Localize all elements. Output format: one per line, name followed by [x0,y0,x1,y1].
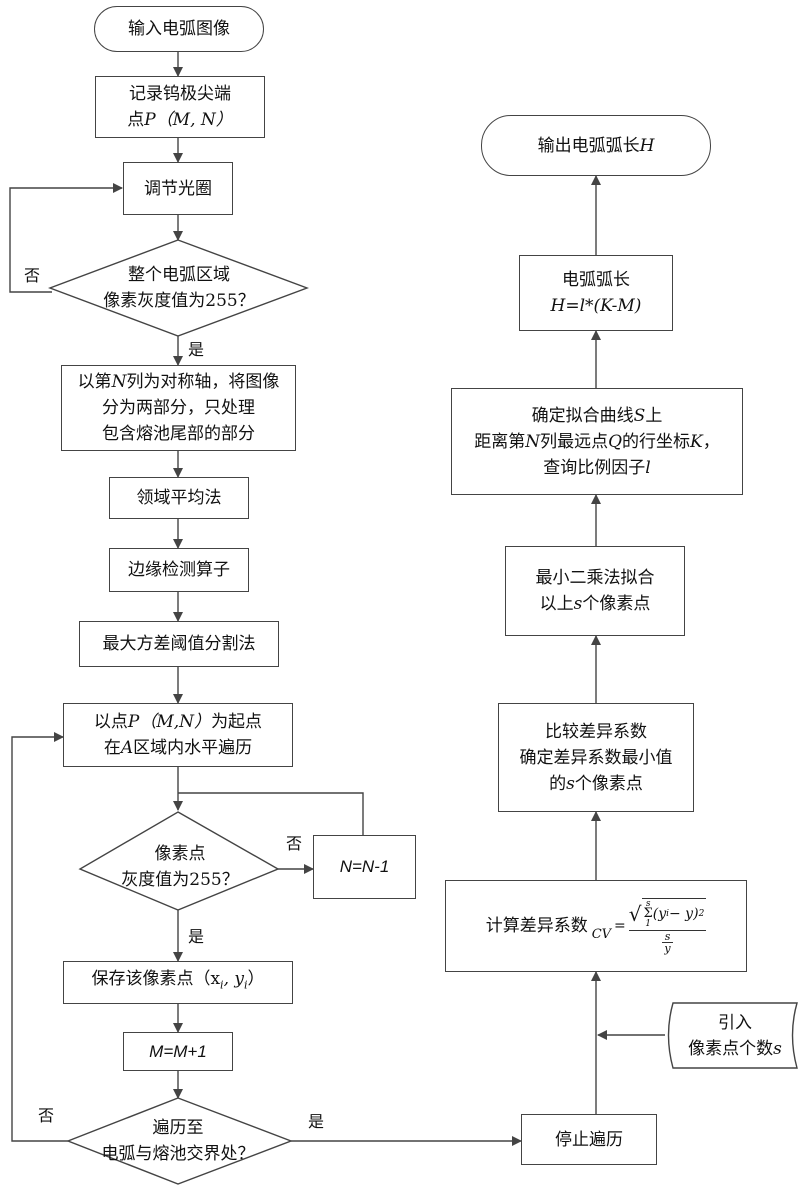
neighborhood-average-box: 领域平均法 [109,477,249,519]
split-line-1: 以第N列为对称轴，将图像 [78,369,280,395]
arc-length-line-2: H=l*(K-M) [551,293,642,319]
gray-check-line-1: 整个电弧区域 [128,262,230,288]
fit-curve-box: 确定拟合曲线S上 距离第N列最远点Q的行坐标K， 查询比例因子l [451,388,743,495]
split-line-2: 分为两部分，只处理 [102,395,255,421]
output-text: 输出电弧弧长H [538,133,655,159]
stop-text: 停止遍历 [555,1127,623,1153]
otsu-threshold-box: 最大方差阈值分割法 [79,621,279,667]
gray-check-text: 整个电弧区域 像素灰度值为255？ [80,256,278,320]
start-text: 输入电弧图像 [128,16,230,42]
traverse-line-1: 以点P（M,N）为起点 [94,709,262,735]
intro-pixel-count: 引入 像素点个数s [673,1003,797,1068]
n-update-text: N=N-1 [340,854,390,880]
pixel-check-line-2: 灰度值为255？ [121,867,238,893]
traverse-start-box: 以点P（M,N）为起点 在A区域内水平遍历 [63,703,293,767]
yes-label-2: 是 [188,927,204,947]
neighborhood-text: 领域平均法 [137,485,222,511]
boundary-line-2: 电弧与熔池交界处？ [102,1141,255,1167]
edge-detect-box: 边缘检测算子 [109,548,249,592]
record-line-1: 记录钨极尖端 [129,81,231,107]
cv-compute-box: 计算差异系数 CV = √ sΣ1 (yi − y)2 s y [445,880,747,972]
least-squares-box: 最小二乘法拟合 以上s个像素点 [505,546,685,636]
arc-length-line-1: 电弧弧长 [562,267,630,293]
boundary-check-text: 遍历至 电弧与熔池交界处？ [88,1112,268,1170]
edge-text: 边缘检测算子 [128,557,230,583]
aperture-text: 调节光圈 [144,176,212,202]
record-tip-box: 记录钨极尖端 点P（M, N） [95,76,265,138]
gray-check-line-2: 像素灰度值为255？ [103,288,254,314]
record-line-2: 点P（M, N） [127,107,233,133]
intro-line-1: 引入 [718,1010,752,1036]
save-pixel-box: 保存该像素点（xi, yi） [63,961,293,1004]
n-update-box: N=N-1 [313,835,416,899]
arrow-boundary-no-loop [12,737,68,1141]
traverse-line-2: 在A区域内水平遍历 [104,735,252,761]
no-label-1: 否 [24,266,40,286]
fit-line-2: 距离第N列最远点Q的行坐标K， [474,429,720,455]
pixel-check-line-1: 像素点 [155,841,206,867]
start-terminal: 输入电弧图像 [94,6,264,52]
yes-label-3: 是 [308,1112,324,1132]
arc-length-box: 电弧弧长 H=l*(K-M) [519,255,673,331]
m-update-box: M=M+1 [123,1032,233,1071]
lsq-line-2: 以上s个像素点 [540,591,651,617]
split-image-box: 以第N列为对称轴，将图像 分为两部分，只处理 包含熔池尾部的部分 [61,365,296,451]
compare-line-3: 的s个像素点 [549,771,643,797]
pixel-check-text: 像素点 灰度值为255？ [100,838,260,896]
otsu-text: 最大方差阈值分割法 [103,631,256,657]
no-label-3: 否 [38,1106,54,1126]
yes-label-1: 是 [188,340,204,360]
fit-line-3: 查询比例因子l [543,455,650,481]
m-update-text: M=M+1 [149,1039,207,1065]
cv-label: 计算差异系数 [486,913,588,939]
split-line-3: 包含熔池尾部的部分 [102,421,255,447]
compare-line-2: 确定差异系数最小值 [520,745,673,771]
compare-cv-box: 比较差异系数 确定差异系数最小值 的s个像素点 [498,703,694,812]
intro-line-2: 像素点个数s [688,1036,782,1062]
no-label-2: 否 [286,834,302,854]
cv-formula: CV = √ sΣ1 (yi − y)2 s y [592,898,707,954]
aperture-box: 调节光圈 [123,162,233,215]
save-pixel-text: 保存该像素点（xi, yi） [91,966,264,998]
fit-line-1: 确定拟合曲线S上 [532,403,663,429]
compare-line-1: 比较差异系数 [545,719,647,745]
lsq-line-1: 最小二乘法拟合 [536,565,655,591]
boundary-line-1: 遍历至 [153,1115,204,1141]
stop-traverse-box: 停止遍历 [521,1114,657,1165]
output-terminal: 输出电弧弧长H [481,115,711,176]
